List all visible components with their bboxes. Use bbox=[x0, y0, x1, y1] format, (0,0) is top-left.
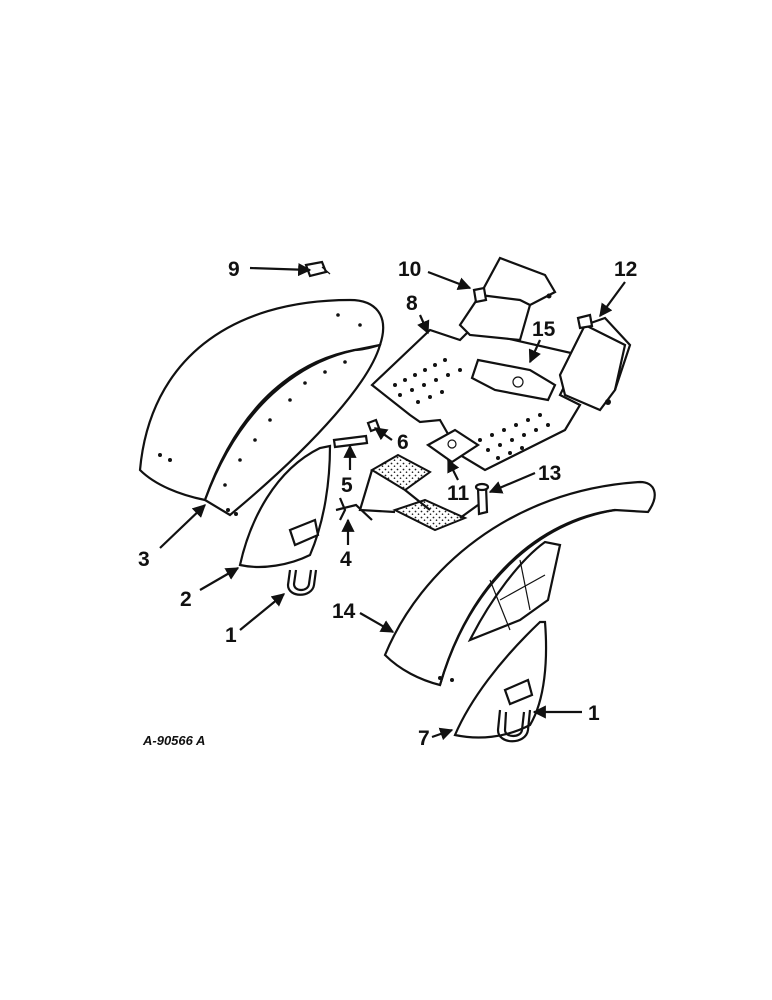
seat-bracket-left bbox=[458, 256, 557, 342]
callout-2: 2 bbox=[180, 588, 192, 611]
right-inner-panel bbox=[453, 620, 548, 739]
callout-15: 15 bbox=[532, 318, 556, 341]
callout-9: 9 bbox=[228, 258, 240, 281]
callout-1-left: 1 bbox=[225, 624, 237, 647]
callout-6: 6 bbox=[397, 431, 409, 454]
right-fender bbox=[383, 480, 656, 687]
callout-11: 11 bbox=[447, 482, 470, 505]
callout-14: 14 bbox=[332, 600, 356, 623]
center-plate-part-15 bbox=[470, 358, 557, 402]
callout-3: 3 bbox=[138, 548, 150, 571]
seat-bracket-right bbox=[558, 313, 632, 412]
leader-lines bbox=[159, 263, 626, 741]
left-inner-panel bbox=[238, 444, 332, 569]
right-u-bracket bbox=[496, 709, 532, 743]
step-assembly bbox=[335, 453, 479, 532]
left-u-bracket bbox=[286, 569, 318, 596]
callout-13: 13 bbox=[538, 462, 561, 485]
bolt-part-13 bbox=[474, 482, 490, 516]
callout-5: 5 bbox=[341, 474, 353, 497]
callout-12: 12 bbox=[614, 258, 637, 281]
callout-10: 10 bbox=[398, 258, 421, 281]
rod-part-5 bbox=[332, 434, 369, 449]
callout-8: 8 bbox=[406, 292, 418, 315]
callout-1-right: 1 bbox=[588, 702, 600, 725]
callout-7: 7 bbox=[418, 727, 430, 750]
small-plate-part-11 bbox=[425, 428, 481, 464]
drawing-code: A-90566 A bbox=[142, 733, 205, 748]
callout-4: 4 bbox=[340, 548, 352, 571]
left-fender bbox=[138, 298, 385, 517]
floor-platform bbox=[370, 328, 582, 472]
